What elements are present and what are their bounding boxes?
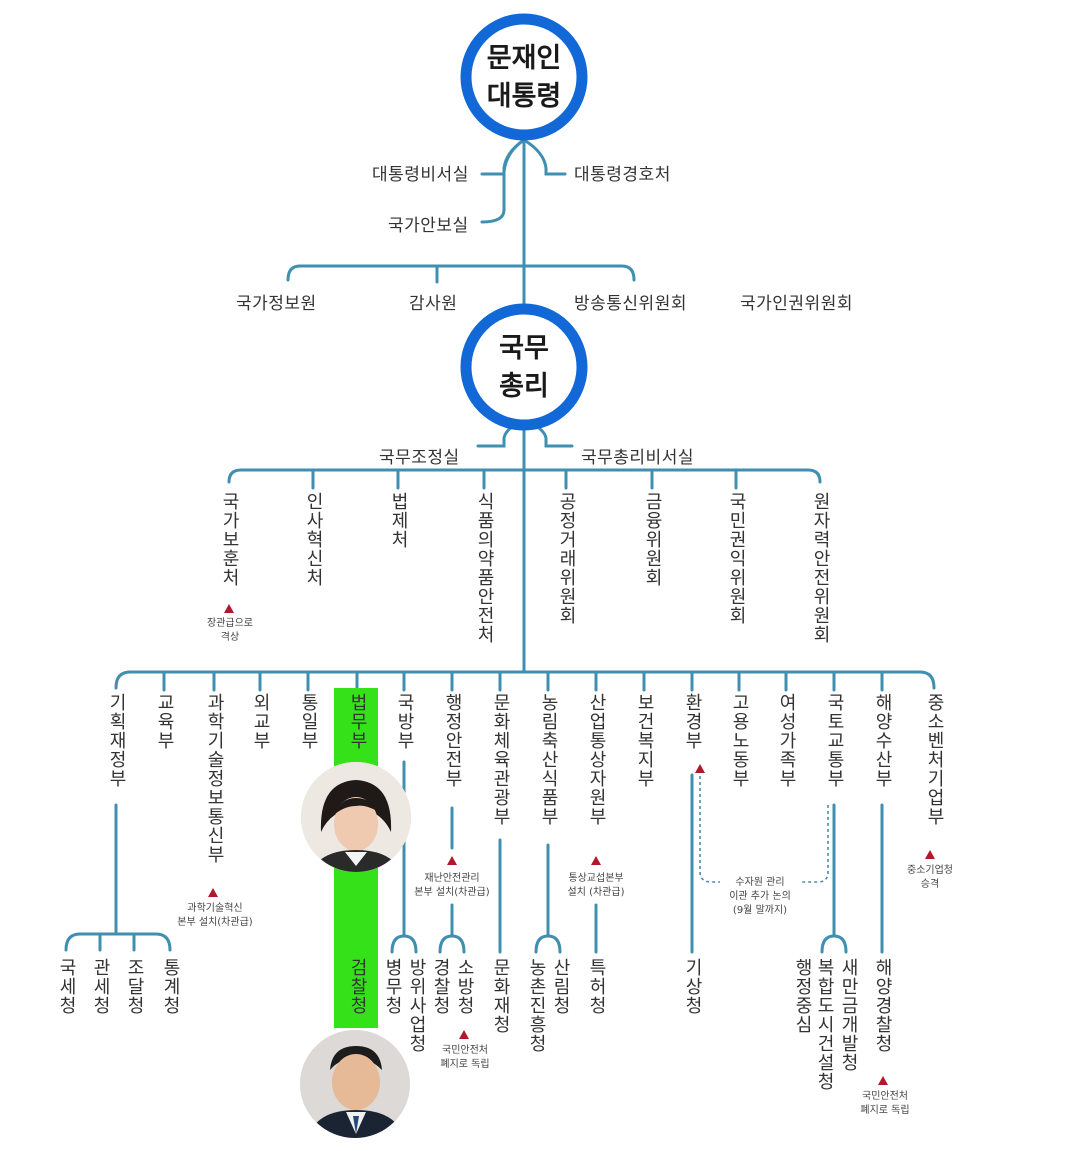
sub-agency[interactable]: 국세청: [56, 958, 77, 1015]
prosecutor-general-photo: [300, 1030, 410, 1138]
pm-node[interactable]: 국무 총리: [464, 330, 584, 406]
upgrade-marker-icon: [925, 850, 935, 859]
link-security: [480, 138, 526, 224]
presidential-guard-label[interactable]: 대통령경호처: [574, 165, 671, 185]
sub-agency[interactable]: 새만금개발청: [838, 958, 859, 1072]
justice-highlight-bottom: [334, 868, 378, 1028]
president-name: 문재인: [486, 43, 562, 74]
upgrade-marker-icon: [878, 1076, 888, 1085]
national-security-office-label[interactable]: 국가안보실: [388, 216, 469, 236]
ministry[interactable]: 농림축산식품부: [538, 693, 559, 826]
ministry[interactable]: 외교부: [250, 693, 271, 750]
upgrade-marker-icon: [459, 1030, 469, 1039]
ministry[interactable]: 보건복지부: [634, 693, 655, 788]
pm-agency[interactable]: 금융위원회: [642, 492, 663, 587]
sub-agency[interactable]: 병무청: [382, 958, 403, 1015]
pm-circle: [460, 303, 588, 431]
pm-agencies-bar: [227, 468, 822, 484]
audit-board-label[interactable]: 감사원: [409, 294, 458, 314]
president-node[interactable]: 문재인 대통령: [464, 40, 584, 116]
sub-agency[interactable]: 통계청: [160, 958, 181, 1015]
ministry[interactable]: 고용노동부: [729, 693, 750, 788]
upgrade-marker-icon: [224, 604, 234, 613]
marker-icon: [695, 764, 705, 773]
ministry[interactable]: 산업통상자원부: [586, 693, 607, 826]
pm-agency[interactable]: 식품의약품안전처: [474, 492, 495, 644]
upgrade-marker-icon: [591, 856, 601, 865]
water-transfer-dotted-link: [699, 770, 829, 883]
link-guard: [522, 138, 567, 176]
kcc-label[interactable]: 방송통신위원회: [574, 294, 687, 314]
coordination-office-label[interactable]: 국무조정실: [379, 448, 460, 468]
sub-agency[interactable]: 조달청: [124, 958, 145, 1015]
sub-agency[interactable]: 방위사업청: [406, 958, 427, 1053]
pm-agency[interactable]: 인사혁신처: [303, 492, 324, 587]
sub-agency[interactable]: 기상청: [682, 958, 703, 1015]
pm-agency[interactable]: 국민권익위원회: [726, 492, 747, 625]
president-secretariat-label[interactable]: 대통령비서실: [372, 165, 469, 185]
ministry[interactable]: 행정안전부: [442, 693, 463, 788]
ministry[interactable]: 해양수산부: [872, 693, 893, 788]
ministry[interactable]: 과학기술정보통신부: [204, 693, 225, 864]
sub-agency[interactable]: 문화재청: [490, 958, 511, 1034]
sub-agency[interactable]: 산림청: [550, 958, 571, 1015]
ministry[interactable]: 문화체육관광부: [490, 693, 511, 826]
sub-agency[interactable]: 특허청: [586, 958, 607, 1015]
pm-agency[interactable]: 공정거래위원회: [556, 492, 577, 625]
sub-agency[interactable]: 농촌진흥청: [526, 958, 547, 1053]
pm-secretariat-label[interactable]: 국무총리비서실: [581, 448, 694, 468]
president-title: 대통령: [486, 81, 562, 112]
pm-agency[interactable]: 원자력안전위원회: [810, 492, 831, 644]
upgrade-marker-icon: [447, 856, 457, 865]
human-rights-commission-label[interactable]: 국가인권위원회: [740, 294, 853, 314]
pm-line2: 총리: [499, 371, 549, 402]
sub-agency[interactable]: 행정중심: [792, 958, 813, 1034]
pm-agency[interactable]: 법제처: [388, 492, 409, 549]
sub-agency-prosecution[interactable]: 검찰청: [347, 958, 368, 1015]
ministry-justice[interactable]: 법무부: [347, 693, 368, 750]
ministry-bar: [114, 670, 936, 690]
sub-agency[interactable]: 소방청: [454, 958, 475, 1015]
ministry[interactable]: 국방부: [394, 693, 415, 750]
ministry[interactable]: 중소벤처기업부: [924, 693, 945, 826]
sub-agency[interactable]: 경찰청: [430, 958, 451, 1015]
sub-agency[interactable]: 복합도시건설청: [814, 958, 835, 1091]
justice-minister-photo: [301, 762, 411, 872]
ministry[interactable]: 국토교통부: [824, 693, 845, 788]
upgrade-marker-icon: [208, 888, 218, 897]
nis-label[interactable]: 국가정보원: [236, 294, 317, 314]
ministry[interactable]: 기획재정부: [106, 693, 127, 788]
sub-agency[interactable]: 관세청: [90, 958, 111, 1015]
ministry[interactable]: 여성가족부: [776, 693, 797, 788]
pm-agency[interactable]: 국가보훈처: [219, 492, 240, 587]
ministry[interactable]: 교육부: [154, 693, 175, 750]
pm-line1: 국무: [499, 333, 549, 364]
sub-agency[interactable]: 해양경찰청: [872, 958, 893, 1053]
ministry[interactable]: 환경부: [682, 693, 703, 750]
ministry[interactable]: 통일부: [298, 693, 319, 750]
agencies-bar: [286, 264, 636, 282]
president-circle: [460, 13, 588, 141]
